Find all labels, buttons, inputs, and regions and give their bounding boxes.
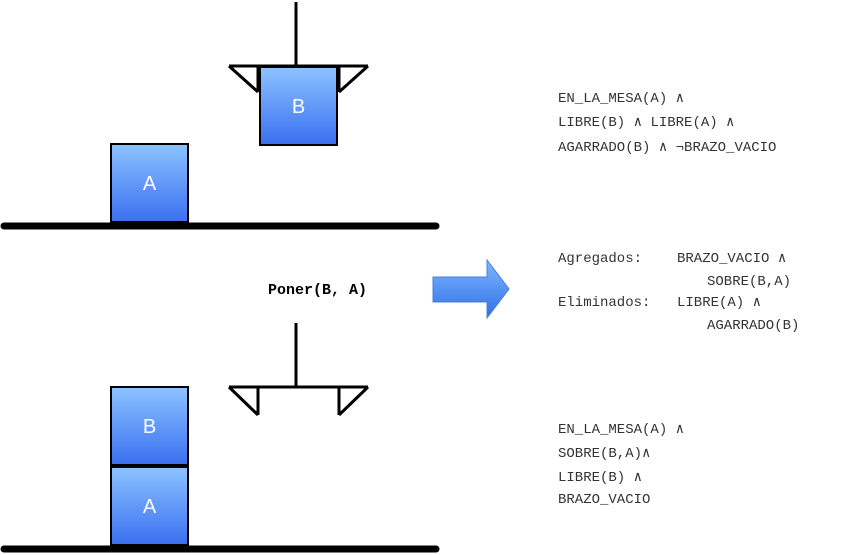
action-effects-text: Agregados: BRAZO_VACIO ∧ SOBRE(B,A) Elim… (558, 251, 799, 334)
final-block-a-label: A (143, 496, 157, 518)
final-block-b: B (110, 386, 189, 466)
final-state-line: EN_LA_MESA(A) ∧ (558, 422, 684, 438)
initial-state-line: AGARRADO(B) ∧ ¬BRAZO_VACIO (558, 140, 776, 156)
final-state-text: EN_LA_MESA(A) ∧ SOBRE(B,A)∧ LIBRE(B) ∧ B… (558, 422, 684, 508)
removed-effect-2: AGARRADO(B) (707, 318, 799, 334)
final-state-line: LIBRE(B) ∧ (558, 470, 642, 486)
removed-effect-1: LIBRE(A) ∧ (677, 295, 761, 311)
action-label: Poner(B, A) (268, 282, 367, 299)
added-label: Agregados: (558, 251, 642, 267)
initial-block-b: B (259, 66, 338, 146)
initial-scene: A B (0, 2, 440, 230)
final-robot-arm (227, 323, 370, 417)
initial-state-line: LIBRE(B) ∧ LIBRE(A) ∧ (558, 115, 734, 131)
final-block-a: A (110, 466, 189, 546)
final-scene: B A (0, 323, 440, 553)
removed-label: Eliminados: (558, 295, 650, 311)
final-state-line: SOBRE(B,A)∧ (558, 446, 650, 462)
final-state-line: BRAZO_VACIO (558, 492, 650, 508)
initial-block-b-label: B (292, 96, 305, 118)
initial-block-a: A (110, 143, 189, 223)
added-effect-1: BRAZO_VACIO ∧ (677, 251, 786, 267)
added-effect-2: SOBRE(B,A) (707, 274, 791, 290)
initial-state-text: EN_LA_MESA(A) ∧ LIBRE(B) ∧ LIBRE(A) ∧ AG… (558, 91, 776, 156)
transition-arrow-icon (432, 258, 510, 320)
initial-block-a-label: A (143, 173, 157, 195)
final-block-b-label: B (143, 416, 156, 438)
initial-state-line: EN_LA_MESA(A) ∧ (558, 91, 684, 107)
